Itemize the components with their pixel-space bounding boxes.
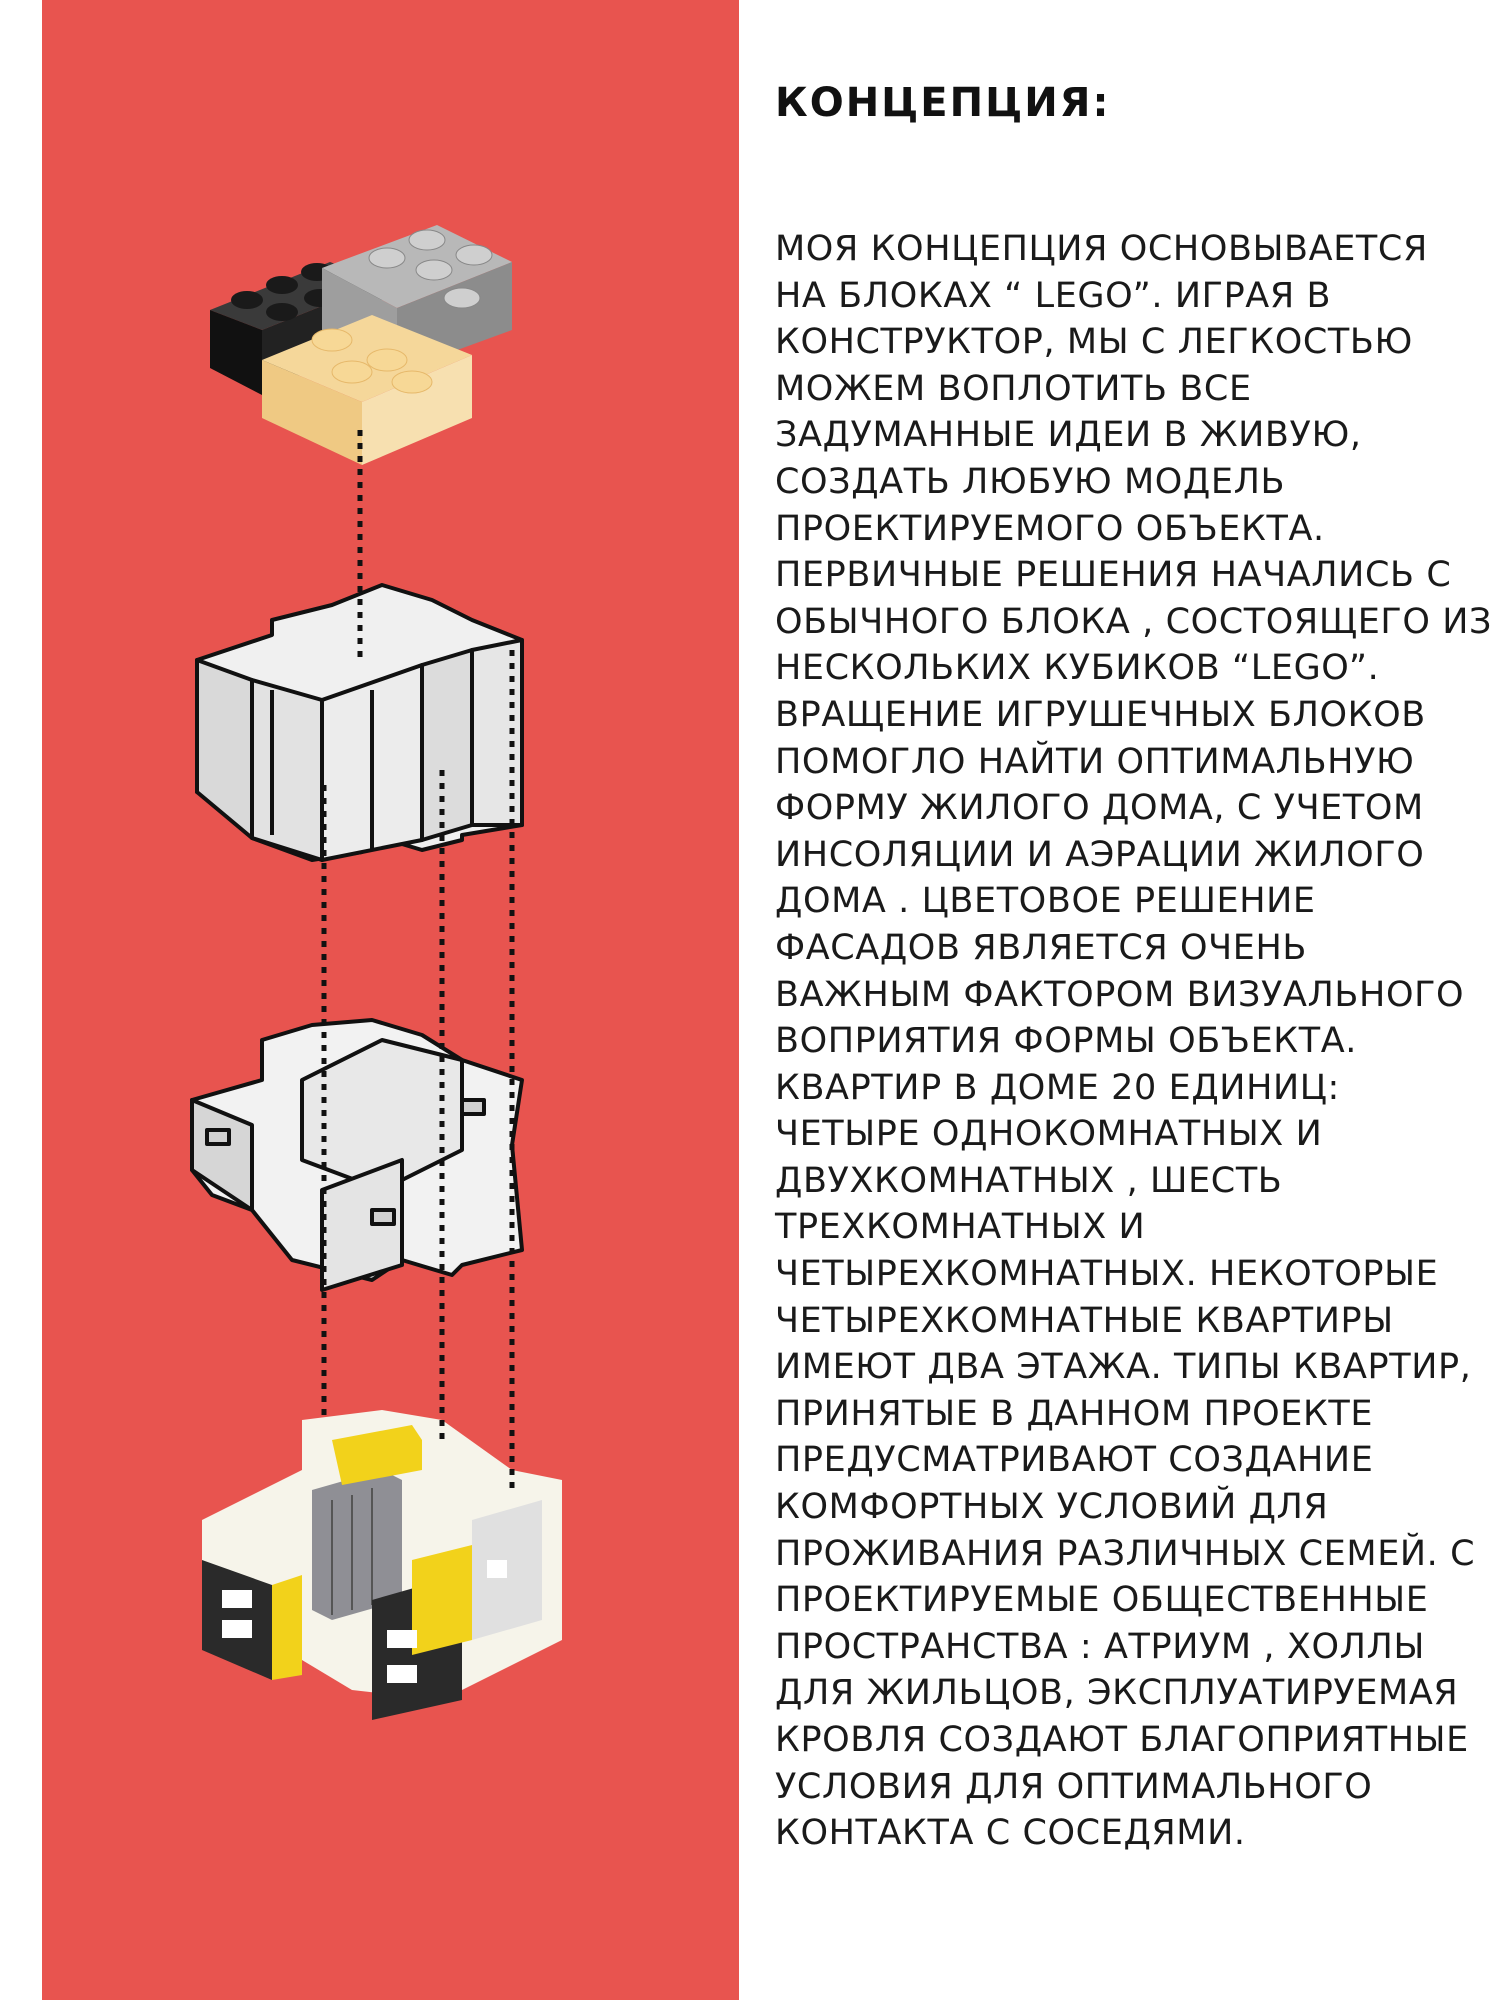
final-building-render	[202, 1410, 562, 1720]
concept-line: СОЗДАТЬ ЛЮБУЮ МОДЕЛЬ	[775, 461, 1286, 502]
concept-line: ФАСАДОВ ЯВЛЯЕТСЯ ОЧЕНЬ	[775, 927, 1308, 968]
concept-line: КОНТАКТА С СОСЕДЯМИ.	[775, 1813, 1246, 1854]
dotted-guide-lines	[321, 430, 515, 1490]
concept-line: ПОМОГЛО НАЙТИ ОПТИМАЛЬНУЮ	[775, 741, 1415, 782]
concept-title: КОНЦЕПЦИЯ:	[775, 80, 1111, 126]
concept-line: ВАЖНЫМ ФАКТОРОМ ВИЗУАЛЬНОГО	[775, 974, 1465, 1015]
concept-line: ВОПРИЯТИЯ ФОРМЫ ОБЪЕКТА.	[775, 1021, 1357, 1062]
concept-line: ИНСОЛЯЦИИ И АЭРАЦИИ ЖИЛОГО	[775, 834, 1425, 875]
concept-line: ЧЕТЫРЕХКОМНАТНЫХ. НЕКОТОРЫЕ	[775, 1254, 1439, 1295]
concept-diagram	[190, 225, 562, 1720]
concept-line: ЧЕТЫРЕ ОДНОКОМНАТНЫХ И	[775, 1114, 1323, 1155]
concept-line: ЗАДУМАННЫЕ ИДЕИ В ЖИВУЮ,	[775, 415, 1362, 456]
concept-line: КВАРТИР В ДОМЕ 20 ЕДИНИЦ:	[775, 1067, 1340, 1108]
concept-line: ПРЕДУСМАТРИВАЮТ СОЗДАНИЕ	[775, 1440, 1374, 1481]
concept-line: МОЖЕМ ВОПЛОТИТЬ ВСЕ	[775, 368, 1252, 409]
concept-line: ДВУХКОМНАТНЫХ , ШЕСТЬ	[775, 1160, 1283, 1201]
concept-line: ДОМА . ЦВЕТОВОЕ РЕШЕНИЕ	[775, 881, 1316, 922]
concept-line: ДЛЯ ЖИЛЬЦОВ, ЭКСПЛУАТИРУЕМАЯ	[775, 1673, 1459, 1714]
concept-body: МОЯ КОНЦЕПЦИЯ ОСНОВЫВАЕТСЯ НА БЛОКАХ “ L…	[775, 226, 1493, 1857]
concept-line: КОНСТРУКТОР, МЫ С ЛЕГКОСТЬЮ	[775, 322, 1413, 363]
concept-line: ВРАЩЕНИЕ ИГРУШЕЧНЫХ БЛОКОВ	[775, 694, 1426, 735]
concept-line: ПРОСТРАНСТВА : АТРИУМ , ХОЛЛЫ	[775, 1626, 1425, 1667]
concept-line: ФОРМУ ЖИЛОГО ДОМА, С УЧЕТОМ	[775, 788, 1424, 829]
lego-bricks-illustration	[210, 225, 512, 465]
concept-line: ПЕРВИЧНЫЕ РЕШЕНИЯ НАЧАЛИСЬ С	[775, 555, 1452, 596]
concept-line: МОЯ КОНЦЕПЦИЯ ОСНОВЫВАЕТСЯ	[775, 229, 1428, 269]
concept-line: УСЛОВИЯ ДЛЯ ОПТИМАЛЬНОГО	[775, 1766, 1373, 1807]
massing-model-2	[190, 1018, 524, 1292]
concept-line: ИМЕЮТ ДВА ЭТАЖА. ТИПЫ КВАРТИР,	[775, 1347, 1472, 1388]
concept-line: НЕСКОЛЬКИХ КУБИКОВ “LEGO”.	[775, 648, 1380, 689]
massing-model-1	[195, 583, 524, 862]
diagram-panel	[42, 0, 739, 2000]
concept-line: ПРОЕКТИРУЕМЫЕ ОБЩЕСТВЕННЫЕ	[775, 1580, 1429, 1621]
concept-line: ПРОЖИВАНИЯ РАЗЛИЧНЫХ СЕМЕЙ. С	[775, 1533, 1476, 1574]
concept-line: ПРИНЯТЫЕ В ДАННОМ ПРОЕКТЕ	[775, 1393, 1374, 1434]
concept-line: КРОВЛЯ СОЗДАЮТ БЛАГОПРИЯТНЫЕ	[775, 1720, 1469, 1760]
concept-line: ЧЕТЫРЕХКОМНАТНЫЕ КВАРТИРЫ	[775, 1300, 1394, 1341]
concept-line: ПРОЕКТИРУЕМОГО ОБЪЕКТА.	[775, 508, 1325, 549]
concept-line: ТРЕХКОМНАТНЫХ И	[775, 1207, 1146, 1248]
concept-text-panel: КОНЦЕПЦИЯ: МОЯ КОНЦЕПЦИЯ ОСНОВЫВАЕТСЯ НА…	[775, 80, 1493, 1857]
concept-line: КОМФОРТНЫХ УСЛОВИЙ ДЛЯ	[775, 1487, 1329, 1528]
concept-line: НА БЛОКАХ “ LEGO”. ИГРАЯ В	[775, 275, 1332, 316]
concept-line: ОБЫЧНОГО БЛОКА , СОСТОЯЩЕГО ИЗ	[775, 601, 1493, 642]
